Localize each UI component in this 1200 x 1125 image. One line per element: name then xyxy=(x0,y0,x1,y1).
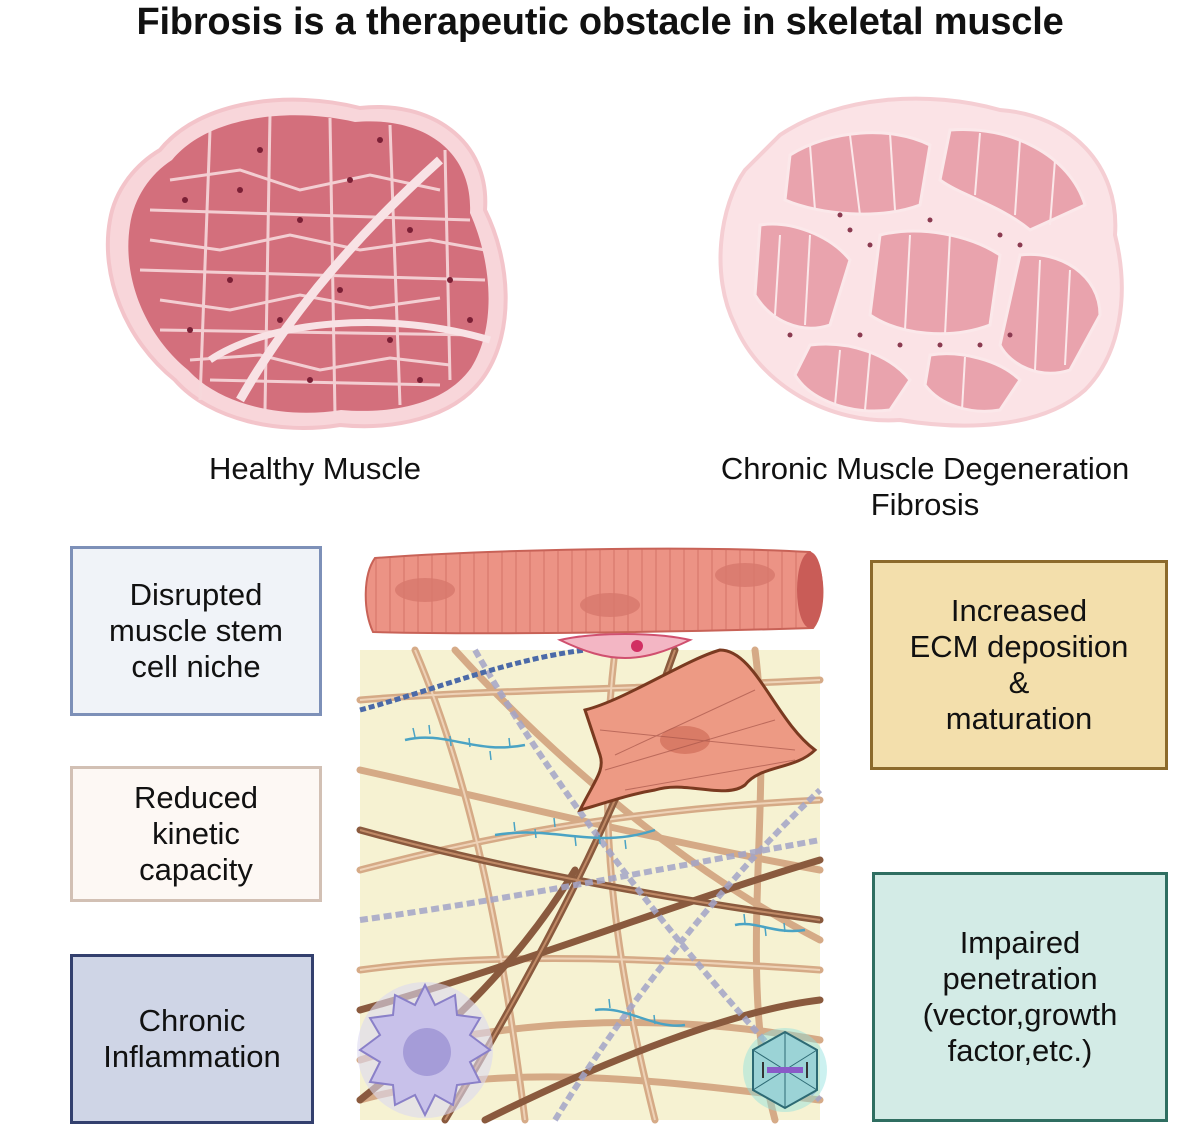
healthy-septum xyxy=(236,156,444,403)
fibrotic-muscle-illustration xyxy=(718,96,1124,428)
healthy-muscle-illustration xyxy=(105,97,508,430)
impaired-penetration-box: Impaired penetration (vector,growth fact… xyxy=(872,872,1168,1122)
box-line: Reduced xyxy=(133,780,259,815)
ecm-deposition-box: Increased ECM deposition & maturation xyxy=(870,560,1168,770)
disrupted-niche-box: Disrupted muscle stem cell niche xyxy=(70,546,322,716)
box-line: ECM deposition xyxy=(909,629,1129,664)
fibrotic-caption-line2: Fibrosis xyxy=(870,487,980,522)
healthy-muscle-caption: Healthy Muscle xyxy=(209,451,421,486)
box-line: capacity xyxy=(139,852,253,887)
box-line: maturation xyxy=(945,701,1093,736)
figure-title: Fibrosis is a therapeutic obstacle in sk… xyxy=(136,1,1064,43)
reduced-kinetic-box: Reduced kinetic capacity xyxy=(70,766,322,902)
proteoglycan-branches xyxy=(412,724,786,1025)
healthy-nuclei xyxy=(182,137,473,383)
box-line: muscle stem xyxy=(109,613,283,648)
box-line: Chronic xyxy=(138,1003,246,1038)
box-line: Inflammation xyxy=(103,1039,281,1074)
box-line: kinetic xyxy=(152,816,240,851)
box-line: factor,etc.) xyxy=(947,1033,1093,1068)
box-line: Disrupted xyxy=(129,577,263,612)
box-line: & xyxy=(1008,665,1030,700)
fibrotic-fascicles xyxy=(753,127,1102,413)
fibrotic-nuclei xyxy=(787,212,1023,348)
chronic-inflammation-box: Chronic Inflammation xyxy=(70,954,314,1124)
fibroblast-cell xyxy=(577,648,818,813)
viral-vector xyxy=(743,1028,827,1112)
fibrotic-caption-line1: Chronic Muscle Degeneration xyxy=(720,451,1130,486)
satellite-cell xyxy=(556,633,694,660)
box-line: cell niche xyxy=(131,649,261,684)
muscle-fiber xyxy=(364,547,824,635)
box-line: penetration xyxy=(942,961,1098,996)
fibrotic-muscle-caption: Chronic Muscle Degeneration Fibrosis xyxy=(660,451,1190,523)
beaded-fibrils xyxy=(359,648,823,1122)
macrophage-cell xyxy=(357,982,493,1118)
fibrotic-cell-borders xyxy=(774,132,1071,411)
box-line: Increased xyxy=(950,593,1088,628)
box-line: Impaired xyxy=(959,925,1081,960)
beaded-fibril-blue xyxy=(359,647,586,713)
ecm-illustration xyxy=(356,547,827,1124)
proteoglycan-chains xyxy=(404,736,806,1027)
box-line: (vector,growth xyxy=(922,997,1118,1032)
